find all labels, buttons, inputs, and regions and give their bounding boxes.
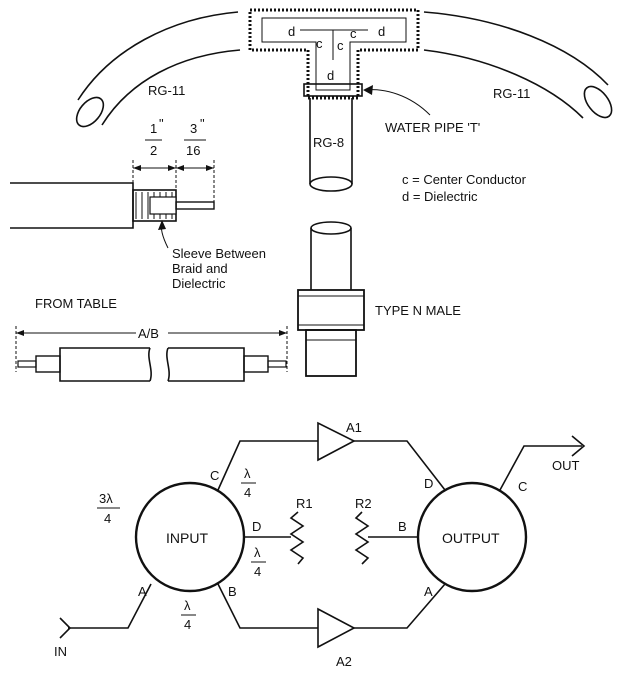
label-input: INPUT [166,530,208,546]
rg11-left-cable-end [75,96,105,128]
label-r2: R2 [355,496,372,511]
frac-left-3lambda: 3λ [99,491,113,506]
type-n-body [305,329,357,377]
center-conductor-lines [300,29,368,60]
label-in: IN [54,644,67,659]
dim1-numerator: 1 [150,121,157,136]
cable-prep-detail: 1 " 2 3 " 16 Sleeve Between Braid and Di… [10,116,266,291]
path-upper [217,440,446,491]
label-water-pipe: WATER PIPE 'T' [385,120,480,135]
tee-stem-collar [303,83,363,97]
label-a2: A2 [336,654,352,669]
ab-cable-break-left [148,347,152,382]
rg11-right-cable [423,11,609,119]
legend-dielectric: d = Dielectric [402,189,478,204]
from-table-cable: FROM TABLE A/B [15,296,288,382]
port-output-a: A [424,584,433,599]
wire-in [68,583,152,629]
resistor-r1 [289,511,305,565]
water-pipe-arrowhead [363,85,373,95]
port-input-c: C [210,468,219,483]
rg11-left-cable [77,11,241,126]
frac-left-4: 4 [104,511,111,526]
label-d-stem: d [327,68,334,83]
label-rg11-left: RG-11 [148,83,185,98]
rg8-cable [309,98,353,184]
label-sleeve-2: Braid and [172,261,228,276]
ab-cable-dielectric-left [35,355,61,373]
water-pipe-leader [364,89,431,116]
prep-dielectric [149,196,177,215]
frac-lower-lambda: λ [184,598,191,613]
frac-upper-lambda: λ [244,466,251,481]
amplifier-a2 [317,607,356,649]
label-type-n: TYPE N MALE [375,303,461,318]
label-a1: A1 [346,420,362,435]
ab-cable-jacket-right [168,347,245,382]
dim-arrows [133,165,214,171]
frac-lower-4: 4 [184,617,191,632]
port-input-d: D [252,519,261,534]
sleeve-arrowhead [158,220,166,230]
label-c-3: c [350,26,357,41]
rg11-right-cable-end [583,85,613,119]
frac-mid-lambda: λ [254,545,261,560]
prep-cable-jacket [10,182,134,229]
dim2-denominator: 16 [186,143,200,158]
wire-out [499,445,582,491]
resistor-r2 [354,511,370,565]
frac-mid-4: 4 [254,564,261,579]
label-sleeve-1: Sleeve Between [172,246,266,261]
path-lower [217,583,446,629]
type-n-cable-top [310,221,352,235]
frac-upper-4: 4 [244,485,251,500]
amplifier-a1 [317,421,356,462]
type-n-connector: TYPE N MALE [297,221,461,377]
label-output: OUTPUT [442,530,500,546]
dim1-denominator: 2 [150,143,157,158]
label-d-right: d [378,24,385,39]
label-rg8: RG-8 [313,135,344,150]
type-n-cable [310,228,352,290]
port-output-c: C [518,479,527,494]
ab-cable-break-right [166,347,170,382]
label-rg11-right: RG-11 [493,86,530,101]
port-input-b: B [228,584,237,599]
in-arrow [59,617,72,639]
port-output-d: D [424,476,433,491]
ab-cable-dielectric-right [243,355,269,373]
ab-cable-jacket-left [59,347,150,382]
label-c-2: c [337,38,344,53]
combiner-schematic: INPUT OUTPUT A1 A2 R1 R2 IN OUT C D A B … [54,420,586,669]
label-c-1: c [316,36,323,51]
label-d-left: d [288,24,295,39]
label-r1: R1 [296,496,313,511]
legend-center-conductor: c = Center Conductor [402,172,527,187]
dim2-quote: " [200,116,205,131]
ab-cable-center-right [267,360,287,368]
tee-inner [261,17,407,91]
ab-cable-center-left [17,360,37,368]
ab-extension-lines [15,326,288,372]
tee-body [248,8,420,100]
water-pipe-tee-assembly: d d c c c d RG-11 RG-11 RG-8 WATER PIPE … [75,8,613,204]
label-out: OUT [552,458,580,473]
label-sleeve-3: Dielectric [172,276,226,291]
rg8-cable-end [309,176,353,192]
port-input-a: A [138,584,147,599]
label-ab: A/B [138,326,159,341]
port-output-b: B [398,519,407,534]
prep-center-conductor [175,201,215,210]
dim1-quote: " [159,116,164,131]
out-arrow [571,435,586,457]
dim2-numerator: 3 [190,121,197,136]
label-from-table: FROM TABLE [35,296,117,311]
